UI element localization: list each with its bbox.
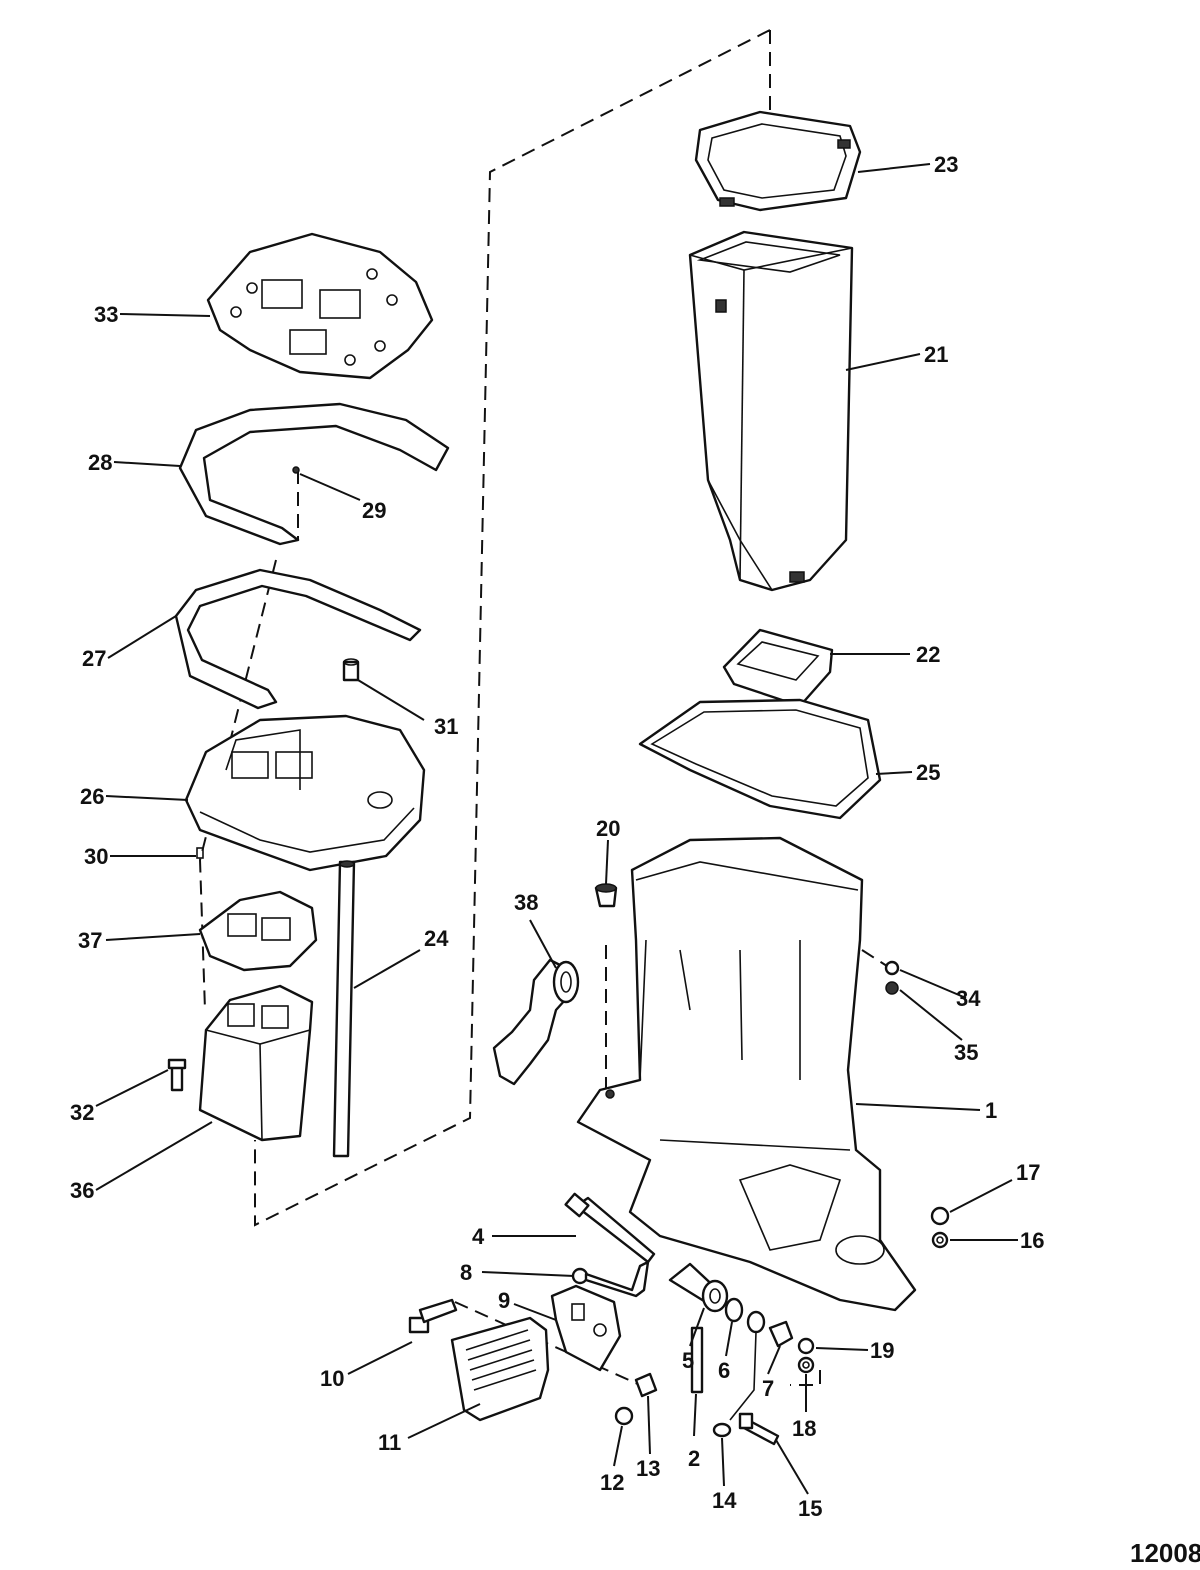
- part-33-plate-gasket: [206, 232, 434, 380]
- callout-37: 37: [78, 928, 102, 953]
- callout-24: 24: [424, 926, 449, 951]
- callout-25: 25: [916, 760, 940, 785]
- callout-18: 18: [792, 1416, 816, 1441]
- part-11-trim-tab: [450, 1316, 550, 1422]
- part-28-gasket: [178, 402, 450, 546]
- callout-2: 2: [688, 1446, 700, 1471]
- callout-28: 28: [88, 450, 112, 475]
- part-19-nut: [797, 1337, 815, 1355]
- callout-19: 19: [870, 1338, 894, 1363]
- part-34-nut: [884, 960, 900, 976]
- callout-38: 38: [514, 890, 538, 915]
- callout-34: 34: [956, 986, 981, 1011]
- part-1-driveshaft-housing: [576, 836, 917, 1312]
- callout-17: 17: [1016, 1160, 1040, 1185]
- part-9-bracket: [550, 1284, 622, 1372]
- part-17-nut: [930, 1206, 950, 1226]
- part-16-washer: [931, 1231, 949, 1249]
- part-35-washer: [885, 981, 899, 995]
- part-32-screw: [167, 1058, 187, 1092]
- callout-32: 32: [70, 1100, 94, 1125]
- part-5-sleeve: [668, 1262, 729, 1313]
- part-18-washer: [797, 1356, 815, 1374]
- dashed-link-left-stack: [198, 470, 299, 1011]
- callout-13: 13: [636, 1456, 660, 1481]
- callout-26: 26: [80, 784, 104, 809]
- part-6-washer: [724, 1297, 744, 1323]
- part-13-bushing: [634, 1372, 658, 1398]
- part-10-bolt: [408, 1298, 458, 1334]
- callout-20: 20: [596, 816, 620, 841]
- callout-5: 5: [682, 1348, 694, 1373]
- callout-1: 1: [985, 1098, 997, 1123]
- part-25-adapter-gasket: [638, 698, 882, 820]
- part-15-bolt: [738, 1412, 780, 1446]
- callout-27: 27: [82, 646, 106, 671]
- part-7-nut: [768, 1320, 794, 1348]
- callout-35: 35: [954, 1040, 978, 1065]
- dashed-link-nuts-34-35: [861, 949, 891, 969]
- part-38-tube-elbow: [492, 958, 580, 1086]
- part-36-exhaust-chamber: [198, 984, 314, 1142]
- part-20-grommet: [594, 883, 618, 908]
- diagram-reference-number: 12008: [1130, 1538, 1200, 1568]
- callout-36: 36: [70, 1178, 94, 1203]
- part-23-top-seal: [694, 110, 862, 212]
- part-21-exhaust-tube: [688, 230, 854, 592]
- callout-31: 31: [434, 714, 458, 739]
- part-4-long-bolt: [564, 1192, 656, 1264]
- callout-33: 33: [94, 302, 118, 327]
- callout-11: 11: [378, 1430, 401, 1455]
- part-22-seal-block: [722, 628, 834, 708]
- callout-9: 9: [498, 1288, 510, 1313]
- callout-16: 16: [1020, 1228, 1044, 1253]
- callout-labels: 1 2 4 5 6 7 8 9 10 11 12 13 14 15 16 17 …: [70, 152, 1044, 1521]
- callout-30: 30: [84, 844, 108, 869]
- part-14-ground-wire: [712, 1310, 766, 1438]
- callout-14: 14: [712, 1488, 737, 1513]
- callout-22: 22: [916, 642, 940, 667]
- callout-7: 7: [762, 1376, 774, 1401]
- assembly-dashed-path: [254, 29, 771, 1227]
- part-31-sleeve: [342, 658, 360, 682]
- callout-15: 15: [798, 1496, 822, 1521]
- part-27-seal-strip: [174, 568, 422, 710]
- leader-lines: [95, 163, 1018, 1495]
- part-30-pin: [196, 847, 204, 859]
- part-12-screw: [614, 1406, 634, 1426]
- callout-23: 23: [934, 152, 958, 177]
- callout-4: 4: [472, 1224, 485, 1249]
- callout-12: 12: [600, 1470, 624, 1495]
- callout-10: 10: [320, 1366, 344, 1391]
- part-24-water-tube: [332, 860, 356, 1158]
- callout-29: 29: [362, 498, 386, 523]
- callout-21: 21: [924, 342, 948, 367]
- part-37-gasket: [198, 890, 318, 972]
- callout-6: 6: [718, 1358, 730, 1383]
- callout-8: 8: [460, 1260, 472, 1285]
- part-26-adapter-plate: [184, 714, 426, 872]
- part-8-ground-strap: [571, 1260, 650, 1298]
